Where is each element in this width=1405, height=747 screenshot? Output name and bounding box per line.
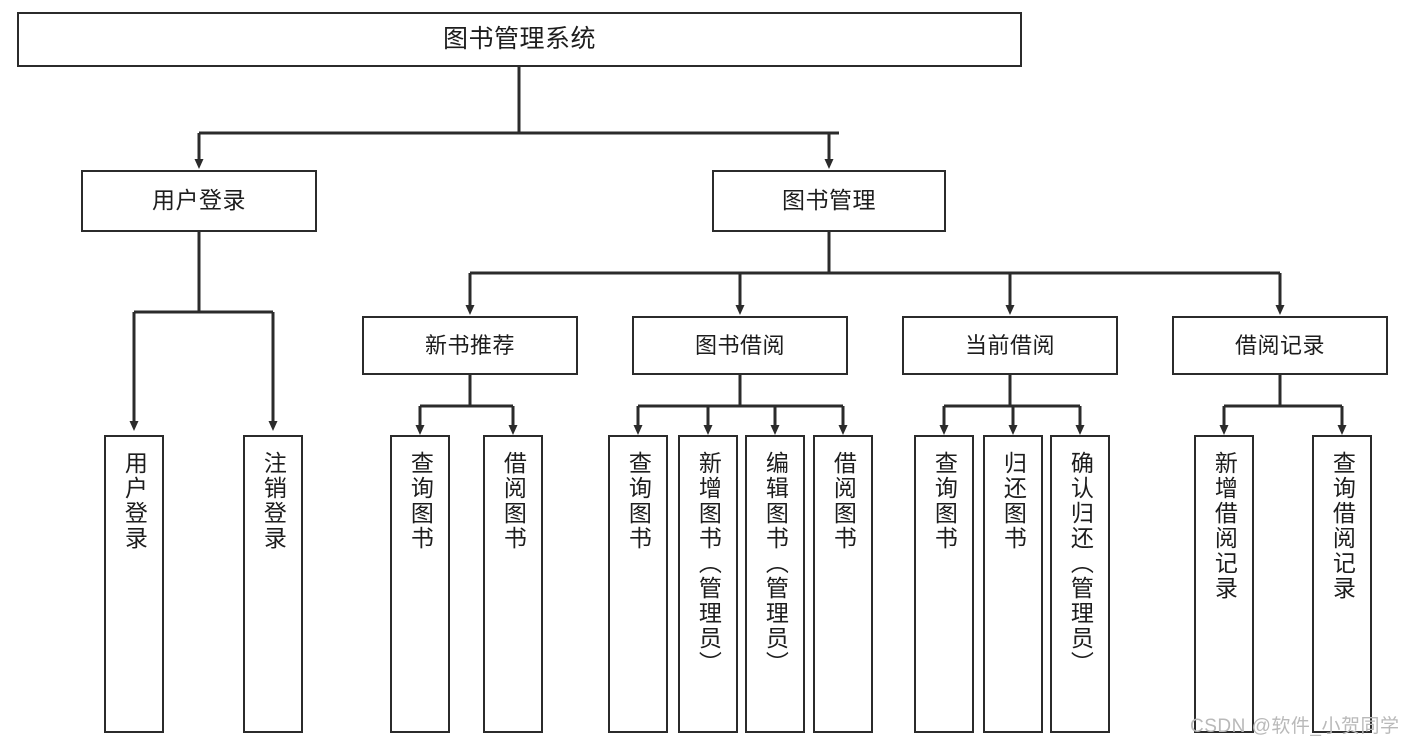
- node-current-borrow[interactable]: 当前借阅: [902, 316, 1118, 375]
- node-leaf-confirm-return-admin[interactable]: 确认归还（管理员）: [1050, 435, 1110, 733]
- node-label: 注销登录: [260, 451, 287, 551]
- node-leaf-user-login[interactable]: 用户登录: [104, 435, 164, 733]
- node-book-management-system[interactable]: 图书管理系统: [17, 12, 1022, 67]
- node-label: 借阅图书: [500, 451, 527, 551]
- node-leaf-query-book-1[interactable]: 查询图书: [390, 435, 450, 733]
- node-leaf-add-borrow-record[interactable]: 新增借阅记录: [1194, 435, 1254, 733]
- node-leaf-borrow-book-2[interactable]: 借阅图书: [813, 435, 873, 733]
- watermark-text: CSDN @软件_小贺同学: [1190, 716, 1400, 737]
- node-label: 新增借阅记录: [1211, 451, 1238, 601]
- node-leaf-borrow-book-1[interactable]: 借阅图书: [483, 435, 543, 733]
- node-leaf-add-book-admin[interactable]: 新增图书（管理员）: [678, 435, 738, 733]
- node-label: 新书推荐: [424, 332, 515, 358]
- node-book-borrow[interactable]: 图书借阅: [632, 316, 848, 375]
- node-leaf-edit-book-admin[interactable]: 编辑图书（管理员）: [745, 435, 805, 733]
- node-label: 用户登录: [121, 451, 148, 551]
- node-label: 图书管理: [782, 187, 876, 214]
- node-label: 当前借阅: [964, 332, 1055, 358]
- node-borrow-record[interactable]: 借阅记录: [1172, 316, 1388, 375]
- node-leaf-return-book[interactable]: 归还图书: [983, 435, 1043, 733]
- node-label: 编辑图书（管理员）: [762, 451, 789, 676]
- node-label: 借阅记录: [1234, 332, 1325, 358]
- node-book-management[interactable]: 图书管理: [712, 170, 946, 232]
- node-label: 查询图书: [931, 451, 958, 551]
- node-label: 归还图书: [1000, 451, 1027, 551]
- node-leaf-query-book-3[interactable]: 查询图书: [914, 435, 974, 733]
- node-new-book-recommend[interactable]: 新书推荐: [362, 316, 578, 375]
- node-label: 查询图书: [625, 451, 652, 551]
- node-leaf-query-borrow-record[interactable]: 查询借阅记录: [1312, 435, 1372, 733]
- node-label: 查询借阅记录: [1329, 451, 1356, 601]
- node-label: 图书管理系统: [442, 24, 596, 53]
- node-label: 新增图书（管理员）: [695, 451, 722, 676]
- node-leaf-query-book-2[interactable]: 查询图书: [608, 435, 668, 733]
- node-label: 借阅图书: [830, 451, 857, 551]
- node-label: 用户登录: [152, 187, 246, 214]
- node-label: 查询图书: [407, 451, 434, 551]
- node-label: 图书借阅: [694, 332, 785, 358]
- node-user-login[interactable]: 用户登录: [81, 170, 317, 232]
- node-label: 确认归还（管理员）: [1067, 451, 1094, 676]
- node-leaf-logout[interactable]: 注销登录: [243, 435, 303, 733]
